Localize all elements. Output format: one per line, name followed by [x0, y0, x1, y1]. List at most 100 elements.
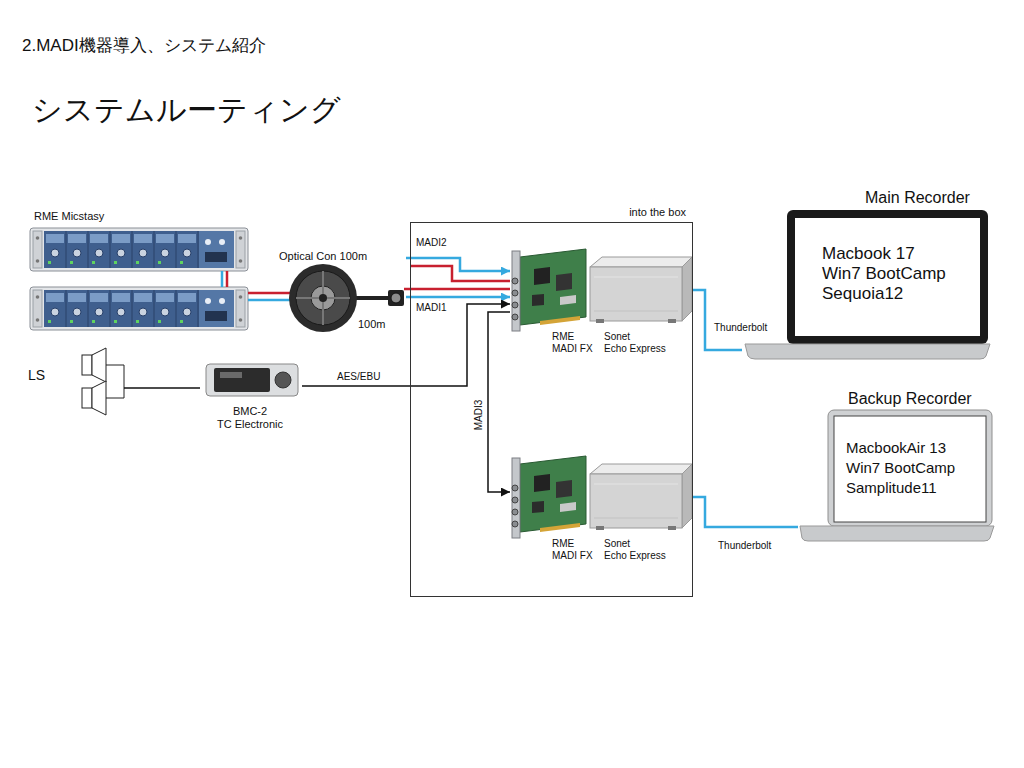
text-line: RME — [552, 331, 593, 343]
laptop-drawing — [795, 218, 980, 336]
laptop-drawing — [745, 344, 990, 359]
text-line: Echo Express — [604, 343, 666, 355]
controller-drawing — [220, 372, 242, 378]
speaker-group: LS — [26, 345, 130, 420]
page-title: システムルーティング — [32, 92, 341, 128]
text-line: Win7 BootCamp — [822, 264, 946, 284]
node-label: RME Micstasy — [34, 210, 104, 223]
text-line: RME Micstasy — [34, 210, 104, 223]
cable-reel-drawing — [319, 294, 327, 302]
signal-connector — [406, 258, 510, 271]
node-label: RME MADI FX — [552, 538, 593, 562]
rack-pair — [30, 228, 248, 271]
signal-label: AES/EBU — [335, 371, 382, 383]
laptop-drawing — [834, 416, 986, 522]
node-label: LS — [28, 367, 45, 384]
node-label: MacbookAir 13 Win7 BootCamp Samplitude11 — [846, 438, 955, 498]
speaker-symbol — [82, 355, 92, 375]
text-line: TC Electronic — [200, 418, 300, 431]
signal-connector — [406, 296, 510, 299]
node-label: Optical Con 100m — [279, 250, 367, 263]
text-line: 100m — [358, 318, 386, 331]
node-label: into the box — [629, 206, 686, 219]
signal-label: MADI3 — [473, 398, 485, 433]
text-line: Sonet — [604, 538, 666, 550]
signal-label: Thunderbolt — [712, 322, 769, 334]
fiber-cable — [356, 296, 389, 300]
node-label: Main Recorder — [865, 188, 970, 207]
cable-reel-drawing — [289, 264, 357, 332]
section-heading: 2.MADI機器導入、システム紹介 — [22, 36, 266, 56]
enclosure-box: into the boxRME MADI FXSonet Echo Expres… — [410, 222, 693, 597]
text-line: LS — [28, 367, 45, 384]
cable-reel: Optical Con 100m 100m — [276, 246, 406, 336]
signal-label: Thunderbolt — [716, 540, 773, 552]
text-line: Win7 BootCamp — [846, 458, 955, 478]
signal-connector — [692, 290, 742, 350]
rack-pair — [30, 287, 248, 330]
optical-connector — [388, 290, 404, 306]
cable-reel-drawing — [296, 271, 350, 325]
node-label: BMC-2 TC Electronic — [200, 405, 300, 431]
rack-pair — [221, 271, 224, 287]
text-line: Sequoia12 — [822, 284, 946, 304]
node-label: Sonet Echo Express — [604, 331, 666, 355]
controller-drawing — [206, 364, 298, 396]
controller-drawing — [275, 372, 291, 388]
signal-connector — [130, 387, 200, 389]
speaker-symbol — [124, 387, 130, 389]
thunderbolt-chassis: Sonet Echo Express — [598, 457, 692, 565]
node-label: Macbook 17 Win7 BootCamp Sequoia12 — [822, 244, 946, 304]
speaker-symbol — [82, 388, 92, 408]
text-line: Optical Con 100m — [279, 250, 367, 263]
text-line: MacbookAir 13 — [846, 438, 955, 458]
laptop-drawing — [800, 526, 994, 541]
card-and-chassis — [512, 249, 692, 538]
thunderbolt-chassis: Sonet Echo Express — [598, 250, 692, 358]
text-line: BMC-2 — [200, 405, 300, 418]
speaker-symbol — [92, 381, 106, 415]
signal-connector — [248, 299, 276, 302]
card-and-chassis — [512, 249, 586, 331]
rack-pair — [226, 271, 229, 287]
text-line: MADI FX — [552, 343, 593, 355]
controller-drawing — [214, 368, 270, 392]
fiber-cable — [248, 292, 291, 295]
text-line: Main Recorder — [865, 188, 970, 207]
signal-label: MADI2 — [414, 237, 449, 249]
node-label: Sonet Echo Express — [604, 538, 666, 562]
madi-card: RME MADI FX — [510, 452, 598, 564]
monitor-controller: BMC-2 TC Electronic — [200, 355, 302, 435]
card-and-chassis — [590, 257, 692, 323]
node-label: 100m — [358, 318, 386, 331]
laptop-drawing — [745, 210, 994, 541]
laptop: Backup RecorderMacbookAir 13 Win7 BootCa… — [798, 386, 994, 542]
text-line: Macbook 17 — [822, 244, 946, 264]
text-line: RME — [552, 538, 593, 550]
node-label: Backup Recorder — [848, 389, 972, 408]
fiber-cable — [404, 288, 510, 291]
text-line: Sonet — [604, 331, 666, 343]
signal-connector — [488, 312, 510, 492]
cable-reel-drawing — [289, 264, 357, 332]
optical-connector — [391, 293, 401, 303]
node-label: RME MADI FX — [552, 331, 593, 355]
text-line: Samplitude11 — [846, 478, 955, 498]
signal-connector — [692, 497, 798, 527]
rack-unit: RME Micstasy — [28, 208, 248, 334]
fiber-cable — [276, 299, 291, 302]
signal-label: MADI1 — [414, 302, 449, 314]
speaker-symbol — [92, 348, 106, 382]
text-line: into the box — [629, 206, 686, 219]
card-and-chassis — [590, 464, 692, 530]
laptop: Main RecorderMacbook 17 Win7 BootCamp Se… — [742, 186, 992, 361]
rack-pair — [30, 228, 248, 330]
signal-connector — [302, 304, 510, 386]
controller-drawing — [206, 364, 298, 396]
madi-card: RME MADI FX — [510, 245, 598, 357]
laptop-drawing — [787, 210, 988, 344]
card-and-chassis — [512, 456, 586, 538]
optical-connector — [388, 290, 404, 306]
text-line: Echo Express — [604, 550, 666, 562]
